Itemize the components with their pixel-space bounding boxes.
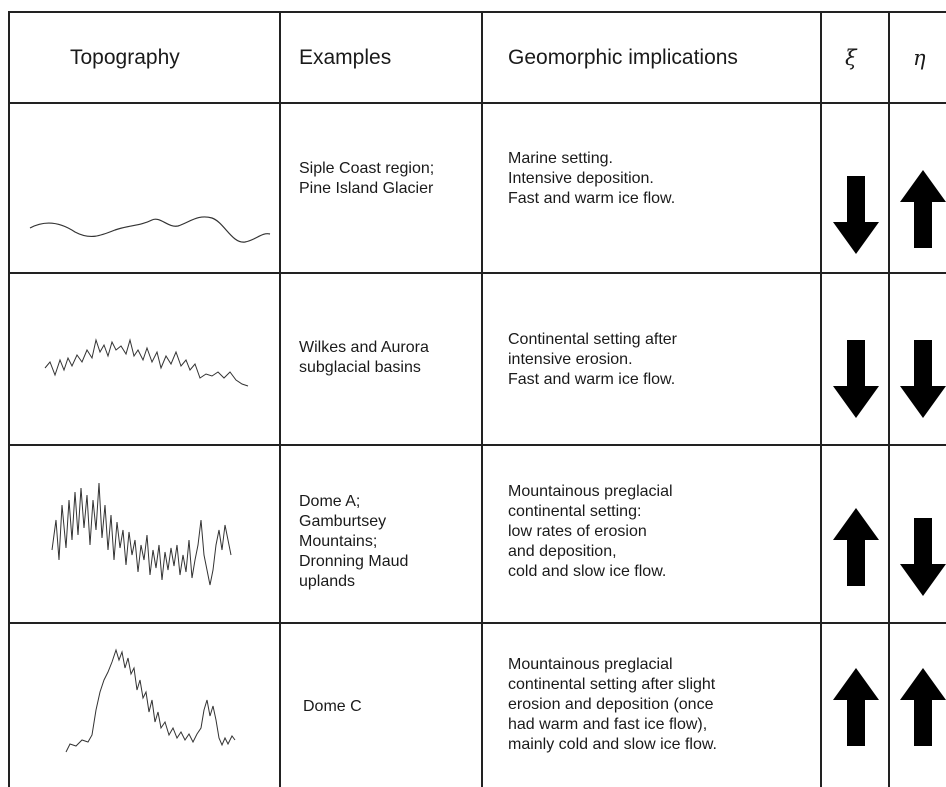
row-1-eta-up-arrow-icon — [900, 170, 946, 248]
rule-col-2 — [481, 11, 483, 787]
row-4-implications: Mountainous preglacial continental setti… — [508, 656, 717, 753]
header-topography: Topography — [70, 46, 180, 69]
rule-col-4 — [888, 11, 890, 787]
rule-top — [8, 11, 946, 13]
rule-col-1 — [279, 11, 281, 787]
row-3-eta-down-arrow-icon — [900, 518, 946, 596]
row-3-implications: Mountainous preglacial continental setti… — [508, 483, 673, 580]
header-examples: Examples — [299, 46, 392, 69]
row-1-xi-down-arrow-icon — [833, 176, 879, 254]
row-4-xi-up-arrow-icon — [833, 668, 879, 746]
header-implications: Geomorphic implications — [508, 46, 738, 69]
row-1-examples: Siple Coast region; Pine Island Glacier — [299, 160, 435, 197]
row-3-examples: Dome A; Gamburtsey Mountains; Dronning M… — [299, 493, 409, 590]
row-2-xi-down-arrow-icon — [833, 340, 879, 418]
rule-col-3 — [820, 11, 822, 787]
row-1-implications: Marine setting. Intensive deposition. Fa… — [508, 150, 676, 207]
row-4-examples: Dome C — [303, 698, 362, 715]
rule-row-2 — [8, 444, 946, 446]
row-4-eta-up-arrow-icon — [900, 668, 946, 746]
rule-header — [8, 102, 946, 104]
row-2-examples: Wilkes and Aurora subglacial basins — [299, 339, 429, 376]
rule-col-0 — [8, 11, 10, 787]
row-3-xi-up-arrow-icon — [833, 508, 879, 586]
rule-row-1 — [8, 272, 946, 274]
rule-row-3 — [8, 622, 946, 624]
row-2-eta-down-arrow-icon — [900, 340, 946, 418]
header-xi: ξ — [845, 46, 857, 70]
header-eta: η — [913, 46, 926, 70]
row-2-implications: Continental setting after intensive eros… — [508, 331, 677, 388]
